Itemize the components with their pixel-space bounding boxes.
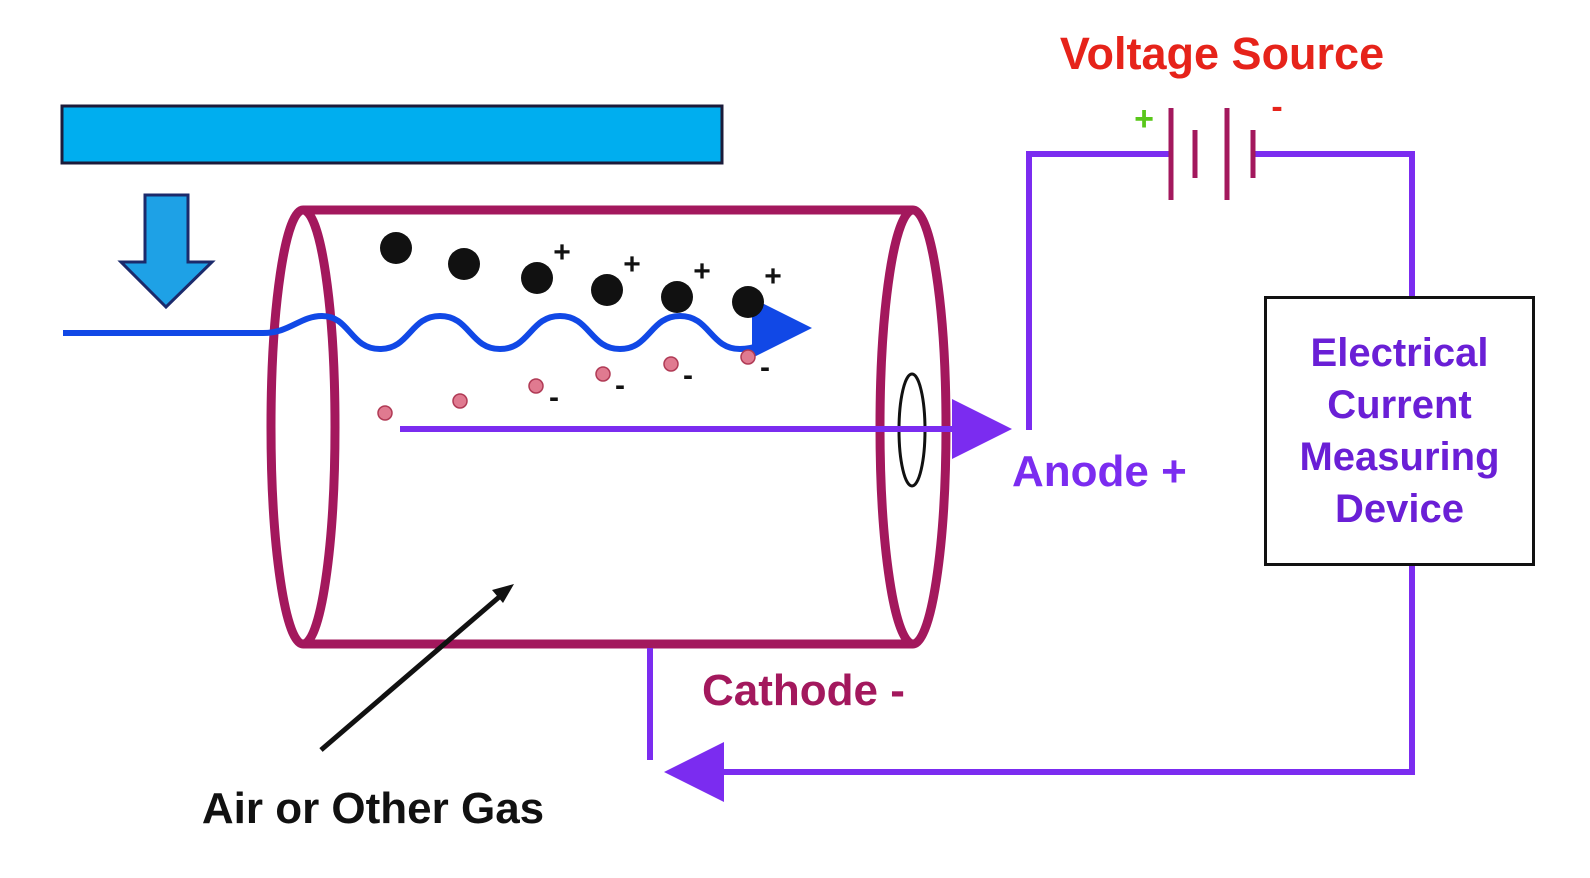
gas-pointer-arrow	[319, 590, 507, 752]
anode-wire	[1026, 151, 1169, 430]
electron	[377, 405, 393, 421]
radiation-wave	[63, 298, 812, 359]
device-label-line: Measuring	[1299, 435, 1500, 479]
down-arrow-icon	[117, 193, 216, 310]
anode-label: Anode +	[1012, 447, 1187, 496]
device-label-line: Electrical	[1310, 331, 1489, 375]
positive-ion	[591, 274, 623, 306]
positive-ion-sign: +	[764, 260, 782, 293]
device-to-cathode-wire	[664, 566, 1415, 802]
electron	[528, 378, 544, 394]
positive-ion-sign: +	[553, 236, 571, 269]
gas-label: Air or Other Gas	[202, 784, 544, 833]
gas-pointer-arrowhead	[492, 584, 514, 603]
current-measuring-device: Electrical Current Measuring Device	[1264, 296, 1535, 566]
positive-ion	[661, 281, 693, 313]
cathode-label: Cathode -	[702, 666, 905, 715]
electron	[663, 356, 679, 372]
device-label-line: Current	[1327, 383, 1472, 427]
positive-ion	[732, 286, 764, 318]
electrons: - - - -	[377, 349, 770, 421]
battery-minus-sign: -	[1271, 88, 1282, 126]
gas-molecule	[380, 232, 412, 264]
electron	[595, 366, 611, 382]
battery-icon	[1168, 108, 1256, 200]
electron-sign: -	[760, 351, 770, 384]
positive-ion-sign: +	[693, 255, 711, 288]
battery-to-device-wire	[1255, 151, 1415, 296]
electron-sign: -	[683, 359, 693, 392]
electron	[740, 349, 756, 365]
chamber-left-end	[266, 205, 340, 649]
radiation-source-bar	[60, 104, 724, 165]
electron-sign: -	[549, 381, 559, 414]
voltage-source-label: Voltage Source	[1060, 28, 1384, 79]
gas-molecule	[448, 248, 480, 280]
electron-sign: -	[615, 369, 625, 402]
battery-plus-sign: +	[1134, 100, 1154, 138]
gas-particles: + + + +	[380, 232, 782, 318]
positive-ion	[521, 262, 553, 294]
device-label-line: Device	[1335, 487, 1464, 531]
positive-ion-sign: +	[623, 248, 641, 281]
electron	[452, 393, 468, 409]
circuit-wires	[647, 151, 1415, 802]
